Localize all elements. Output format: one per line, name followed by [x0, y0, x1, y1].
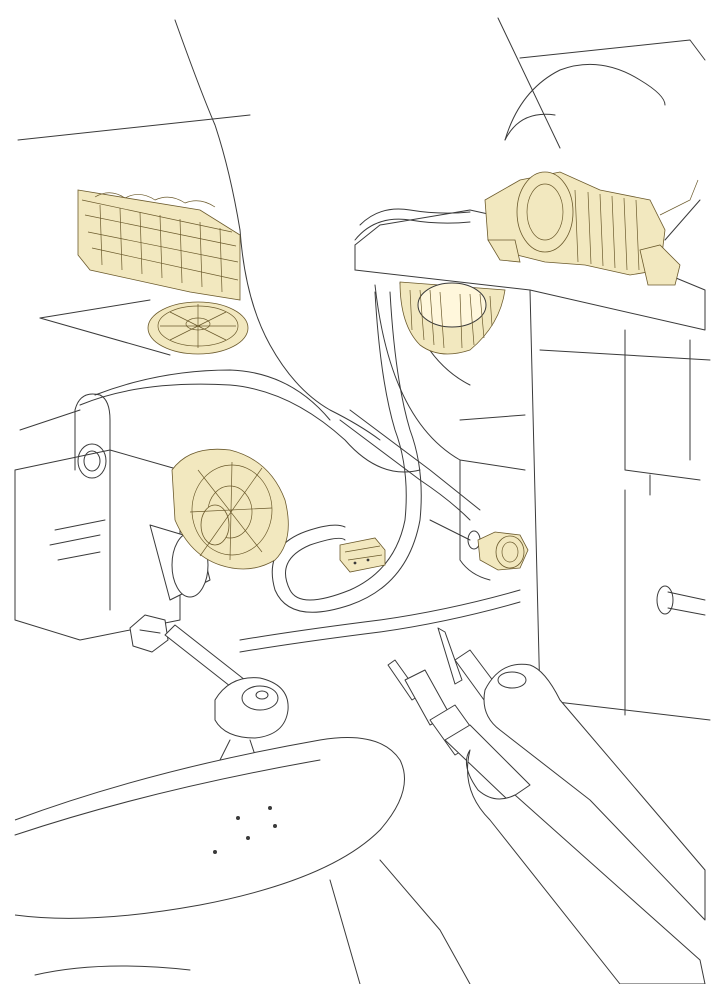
hose-lines: [239, 208, 521, 653]
small-relay: [339, 537, 386, 573]
gear-disc: [147, 301, 249, 355]
stator-ring: [399, 281, 506, 355]
winch-motor: [484, 171, 701, 286]
connector-plug: [477, 531, 529, 571]
left-block: [14, 393, 181, 641]
skateboard-deck: [14, 737, 471, 984]
engine-block: [77, 189, 241, 301]
probe-cables: [387, 627, 706, 984]
turbine-rotor: [171, 448, 289, 570]
background-lines: [17, 17, 706, 431]
curved-surface: [79, 229, 421, 473]
